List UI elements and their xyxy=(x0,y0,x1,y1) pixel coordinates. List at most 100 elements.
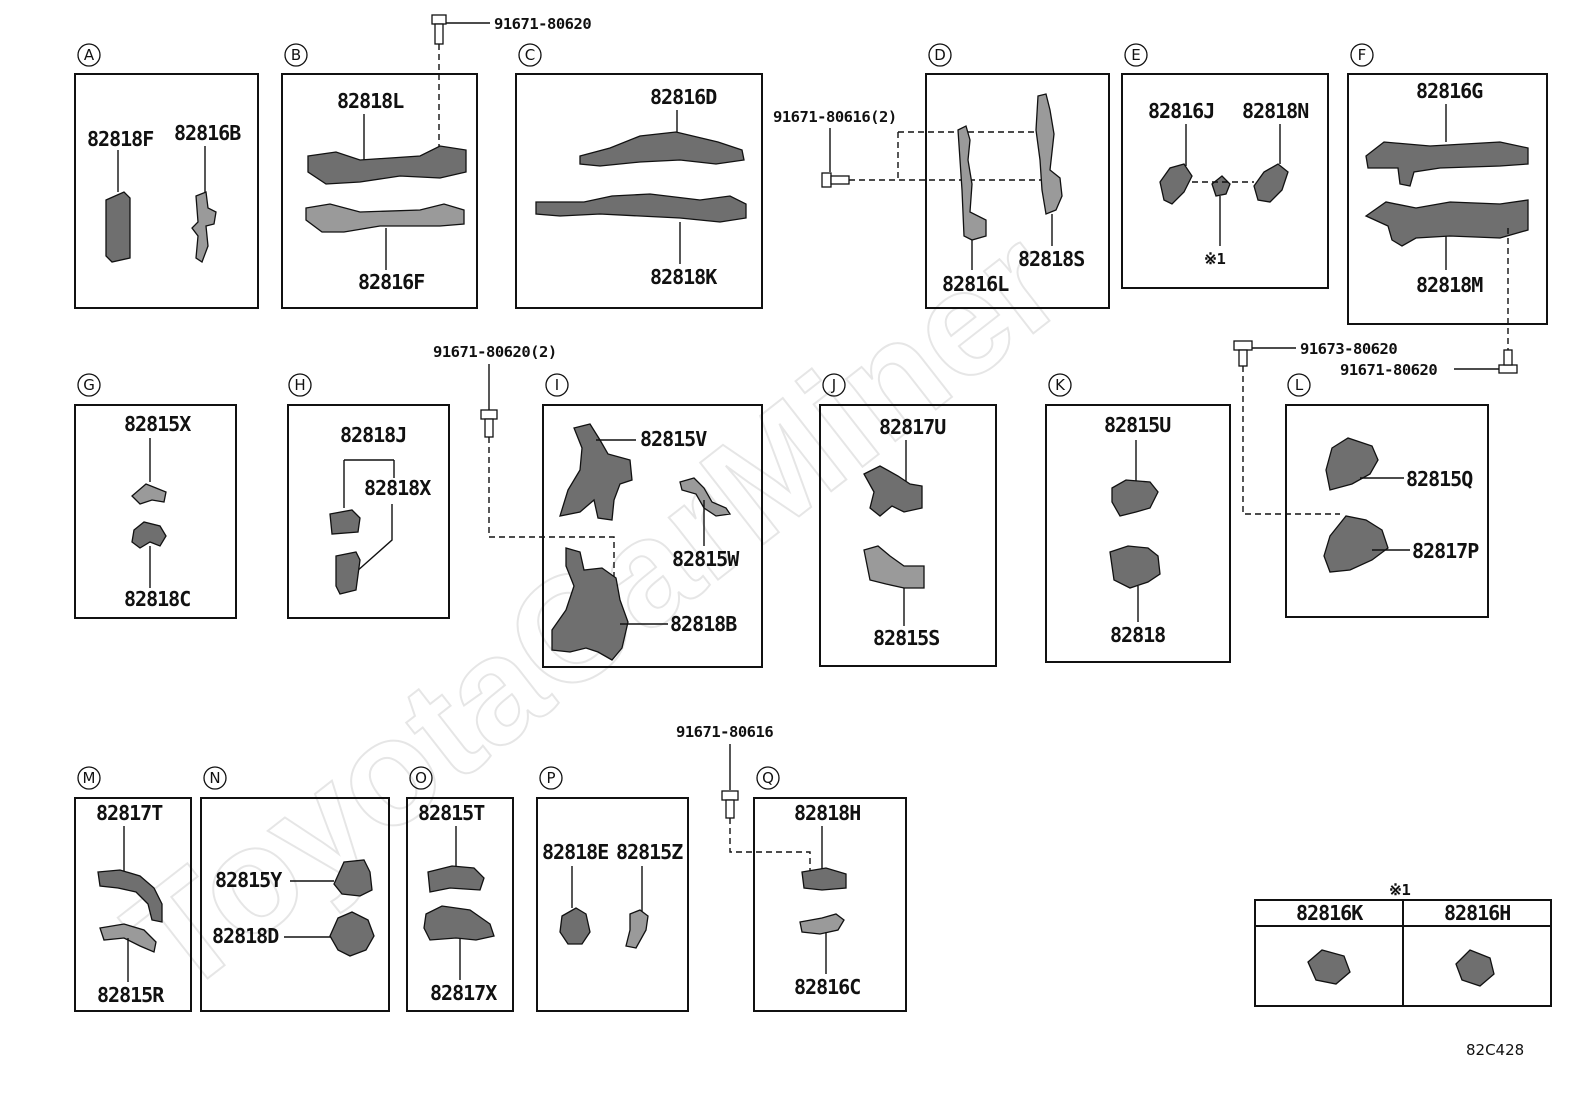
part-82815Z[interactable]: 82815Z xyxy=(616,840,684,864)
part-82816F[interactable]: 82816F xyxy=(358,270,425,294)
bolt-91671-80616-2[interactable]: 91671-80616(2) xyxy=(773,108,897,126)
group-p: P 82818E 82815Z xyxy=(536,766,689,1012)
group-n: N 82815Y 82818D xyxy=(200,766,390,1012)
part-82818S[interactable]: 82818S xyxy=(1018,247,1085,271)
part-82817U[interactable]: 82817U xyxy=(879,415,946,439)
part-shape-82818N[interactable] xyxy=(1253,163,1289,203)
part-shape-82815X[interactable] xyxy=(131,483,167,505)
part-82818X[interactable]: 82818X xyxy=(364,476,432,500)
group-f-letter: F xyxy=(1358,46,1367,64)
part-82815T[interactable]: 82815T xyxy=(418,801,486,825)
part-82816J[interactable]: 82816J xyxy=(1148,99,1215,123)
part-82817P[interactable]: 82817P xyxy=(1412,539,1480,563)
part-82818H[interactable]: 82818H xyxy=(794,801,861,825)
part-82818B[interactable]: 82818B xyxy=(670,612,738,636)
part-shape-82815T[interactable] xyxy=(427,865,485,893)
part-82815Y[interactable]: 82815Y xyxy=(215,868,283,892)
bolt-91673-80620[interactable]: 91673-80620 xyxy=(1300,340,1398,358)
part-shape-82817X[interactable] xyxy=(423,905,495,941)
part-82818[interactable]: 82818 xyxy=(1110,623,1166,647)
bolt-91671-80620-f[interactable]: 91671-80620 xyxy=(1340,361,1438,379)
part-82818F[interactable]: 82818F xyxy=(87,127,154,151)
legend-header-82816H[interactable]: 82816H xyxy=(1444,901,1511,925)
part-shape-clip[interactable] xyxy=(1211,175,1231,197)
part-shape-82817P[interactable] xyxy=(1323,515,1389,573)
part-82815U[interactable]: 82815U xyxy=(1104,413,1171,437)
part-shape-82815Q[interactable] xyxy=(1325,437,1379,491)
group-l-letter: L xyxy=(1295,376,1304,394)
group-m-letter: M xyxy=(83,769,96,787)
part-shape-82817T[interactable] xyxy=(97,869,163,923)
part-shape-82818J[interactable] xyxy=(329,509,361,535)
part-82818D[interactable]: 82818D xyxy=(212,924,280,948)
part-82818M[interactable]: 82818M xyxy=(1416,273,1484,297)
part-shape-82818B[interactable] xyxy=(551,547,629,661)
part-shape-82816L[interactable] xyxy=(957,125,987,241)
part-82818L[interactable]: 82818L xyxy=(337,89,405,113)
part-82815S[interactable]: 82815S xyxy=(873,626,940,650)
part-shape-82818E[interactable] xyxy=(559,907,591,945)
part-82816D[interactable]: 82816D xyxy=(650,85,718,109)
part-shape-82816G[interactable] xyxy=(1365,141,1529,187)
part-shape-82818K[interactable] xyxy=(535,193,747,223)
group-q-letter: Q xyxy=(762,769,774,787)
part-shape-82818X[interactable] xyxy=(335,551,361,595)
group-d: D 91671-80616(2) 82818S 82816L xyxy=(773,43,1110,309)
part-shape-82818F[interactable] xyxy=(105,191,131,263)
bolt-91671-80620-2[interactable]: 91671-80620(2) xyxy=(433,343,557,361)
group-c: C 82816D 82818K xyxy=(515,43,763,309)
group-o: O 82815T 82817X xyxy=(406,766,514,1012)
part-82818J[interactable]: 82818J xyxy=(340,423,407,447)
bolt-91671-80616[interactable]: 91671-80616 xyxy=(676,723,774,741)
bolt-icon xyxy=(1233,340,1253,367)
part-shape-82816D[interactable] xyxy=(579,131,745,167)
part-shape-82818S[interactable] xyxy=(1035,93,1063,215)
part-82815V[interactable]: 82815V xyxy=(640,427,708,451)
legend-header-82816K[interactable]: 82816K xyxy=(1296,901,1364,925)
part-shape-82815W[interactable] xyxy=(679,477,732,517)
part-shape-82816C[interactable] xyxy=(799,913,845,935)
part-82815X[interactable]: 82815X xyxy=(124,412,192,436)
part-shape-82815U[interactable] xyxy=(1111,479,1159,517)
part-shape-82818[interactable] xyxy=(1109,545,1161,589)
part-82816C[interactable]: 82816C xyxy=(794,975,861,999)
part-shape-82815Z[interactable] xyxy=(625,909,649,949)
part-shape-82818D[interactable] xyxy=(329,911,375,957)
part-82818C[interactable]: 82818C xyxy=(124,587,191,611)
part-82815Q[interactable]: 82815Q xyxy=(1406,467,1474,491)
part-shape-82815V[interactable] xyxy=(559,423,633,521)
part-82815R[interactable]: 82815R xyxy=(97,983,166,1007)
part-shape-82817U[interactable] xyxy=(863,465,923,517)
part-82818E[interactable]: 82818E xyxy=(542,840,609,864)
group-i: 91671-80620(2) I 82815V 82815W 82818B xyxy=(433,343,763,668)
group-k-letter: K xyxy=(1055,376,1066,394)
part-82818N[interactable]: 82818N xyxy=(1242,99,1309,123)
part-shape-82816H[interactable] xyxy=(1455,949,1495,987)
part-82816L[interactable]: 82816L xyxy=(942,272,1010,296)
part-82815W[interactable]: 82815W xyxy=(672,547,741,571)
part-82816G[interactable]: 82816G xyxy=(1416,79,1484,103)
group-e-letter: E xyxy=(1131,46,1140,64)
part-shape-82818M[interactable] xyxy=(1364,199,1529,247)
part-shape-82816F[interactable] xyxy=(305,203,465,233)
group-p-letter: P xyxy=(546,769,555,787)
bolt-icon xyxy=(821,172,850,188)
part-shape-82816B[interactable] xyxy=(191,191,217,263)
part-shape-82815Y[interactable] xyxy=(333,859,373,897)
part-shape-82816J[interactable] xyxy=(1159,163,1193,205)
part-shape-82816K[interactable] xyxy=(1307,949,1351,985)
legend-title: ※1 xyxy=(1389,881,1410,899)
part-shape-82818H[interactable] xyxy=(801,867,847,891)
part-shape-82815S[interactable] xyxy=(863,545,925,589)
part-82816B[interactable]: 82816B xyxy=(174,121,242,145)
part-82817T[interactable]: 82817T xyxy=(96,801,164,825)
part-82818K[interactable]: 82818K xyxy=(650,265,718,289)
bolt-91671-80620-b[interactable]: 91671-80620 xyxy=(494,15,592,33)
part-shape-82818L[interactable] xyxy=(307,145,467,185)
group-b: B 91671-80620 82818L 82816F xyxy=(281,14,592,309)
group-l: L 91673-80620 82815Q 82817P xyxy=(1233,340,1489,618)
part-82817X[interactable]: 82817X xyxy=(430,981,498,1005)
group-j: J 82817U 82815S xyxy=(819,373,997,667)
part-shape-82818C[interactable] xyxy=(131,521,167,549)
